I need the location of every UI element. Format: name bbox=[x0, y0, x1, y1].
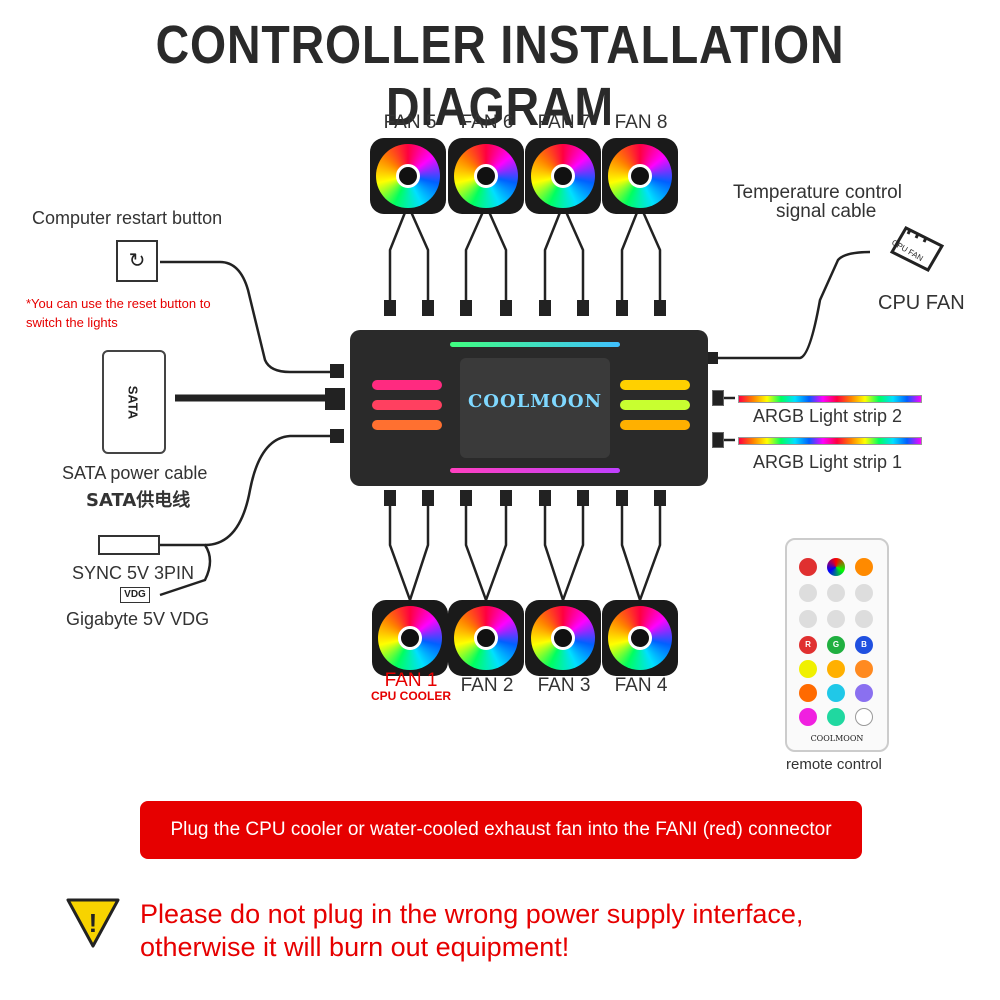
remote-color-button bbox=[827, 708, 845, 726]
hub-led-bar bbox=[372, 420, 442, 430]
warning-line2: otherwise it will burn out equipment! bbox=[140, 932, 570, 962]
fan-1-icon bbox=[372, 600, 448, 676]
warning-line1: Please do not plug in the wrong power su… bbox=[140, 899, 804, 929]
hub-led-bar bbox=[620, 380, 690, 390]
remote-brand: COOLMOON bbox=[810, 734, 864, 743]
fan-3-icon bbox=[525, 600, 601, 676]
warning-icon bbox=[66, 898, 120, 948]
argb-strip1-connector bbox=[712, 432, 724, 448]
sync-label: SYNC 5V 3PIN bbox=[72, 563, 195, 583]
hub-led-bar bbox=[620, 420, 690, 430]
fan7-label: FAN 7 bbox=[537, 112, 591, 133]
cpu-fan-connector-icon bbox=[886, 222, 948, 272]
fan2-label: FAN 2 bbox=[460, 675, 514, 696]
hub-led-strip-bottom bbox=[450, 468, 620, 473]
fan8-label: FAN 8 bbox=[614, 112, 668, 133]
remote-control: R G B COOLMOON bbox=[785, 538, 889, 752]
gigabyte-label: Gigabyte 5V VDG bbox=[66, 609, 210, 629]
reset-note-line2: switch the lights bbox=[26, 315, 118, 330]
reset-note-line1: *You can use the reset button to bbox=[26, 296, 211, 311]
hub-led-strip-top bbox=[450, 342, 620, 347]
remote-color-button bbox=[799, 684, 817, 702]
remote-button bbox=[827, 610, 845, 628]
fan4-label: FAN 4 bbox=[614, 675, 668, 696]
temp-label-line2: signal cable bbox=[776, 201, 877, 222]
remote-color-button bbox=[799, 660, 817, 678]
cpu-connector-banner: Plug the CPU cooler or water-cooled exha… bbox=[140, 801, 862, 859]
fan-7-icon bbox=[525, 138, 601, 214]
remote-color-button bbox=[827, 660, 845, 678]
fan1-sublabel: CPU COOLER bbox=[370, 689, 451, 703]
remote-power-button bbox=[799, 558, 817, 576]
svg-text:!: ! bbox=[89, 908, 98, 938]
fan-5-icon bbox=[370, 138, 446, 214]
page-title: CONTROLLER INSTALLATION DIAGRAM bbox=[155, 15, 845, 137]
hub-led-bar bbox=[372, 400, 442, 410]
sata-connector-text: SATA bbox=[125, 385, 141, 420]
hub-center-panel bbox=[460, 358, 610, 458]
fan6-label: FAN 6 bbox=[460, 112, 514, 133]
remote-color-button bbox=[855, 660, 873, 678]
argb-strip-1 bbox=[738, 437, 922, 445]
temp-label-line1: Temperature control bbox=[733, 182, 902, 203]
fan-4-icon bbox=[602, 600, 678, 676]
remote-caption: remote control bbox=[786, 756, 882, 773]
cpu-fan-label: CPU FAN bbox=[878, 292, 965, 314]
argb-strip2-connector bbox=[712, 390, 724, 406]
fan-2-icon bbox=[448, 600, 524, 676]
hub-led-bar bbox=[372, 380, 442, 390]
hub-led-bar bbox=[620, 400, 690, 410]
argb-strip2-label: ARGB Light strip 2 bbox=[753, 406, 903, 426]
hub-brand-logo: COOLMOON bbox=[467, 391, 603, 412]
argb-strip-2 bbox=[738, 395, 922, 403]
fan-8-icon bbox=[602, 138, 678, 214]
argb-strip1-label: ARGB Light strip 1 bbox=[753, 452, 903, 472]
remote-color-button bbox=[827, 684, 845, 702]
remote-button bbox=[855, 610, 873, 628]
remote-blue-button: B bbox=[855, 636, 873, 654]
vdg-tag: VDG bbox=[120, 587, 150, 603]
sata-connector-icon bbox=[102, 350, 166, 454]
restart-button-label: Computer restart button bbox=[32, 208, 223, 228]
sata-cable-label: SATA power cable bbox=[62, 463, 208, 483]
remote-red-button: R bbox=[799, 636, 817, 654]
remote-green-button: G bbox=[827, 636, 845, 654]
sata-cn-label: SATA供电线 bbox=[86, 490, 191, 511]
fan1-label: FAN 1 bbox=[384, 670, 438, 691]
remote-color-button bbox=[855, 708, 873, 726]
remote-mode-button bbox=[827, 558, 845, 576]
remote-button bbox=[799, 610, 817, 628]
sync-connector-icon bbox=[98, 535, 160, 555]
fan-6-icon bbox=[448, 138, 524, 214]
remote-color-button bbox=[855, 684, 873, 702]
fan5-label: FAN 5 bbox=[383, 112, 437, 133]
fan3-label: FAN 3 bbox=[537, 675, 591, 696]
restart-button-icon: ↻ bbox=[116, 240, 158, 282]
remote-color-button bbox=[799, 708, 817, 726]
remote-speed-button bbox=[855, 558, 873, 576]
remote-button bbox=[855, 584, 873, 602]
remote-button bbox=[799, 584, 817, 602]
warning-message: Please do not plug in the wrong power su… bbox=[140, 898, 803, 964]
remote-button bbox=[827, 584, 845, 602]
